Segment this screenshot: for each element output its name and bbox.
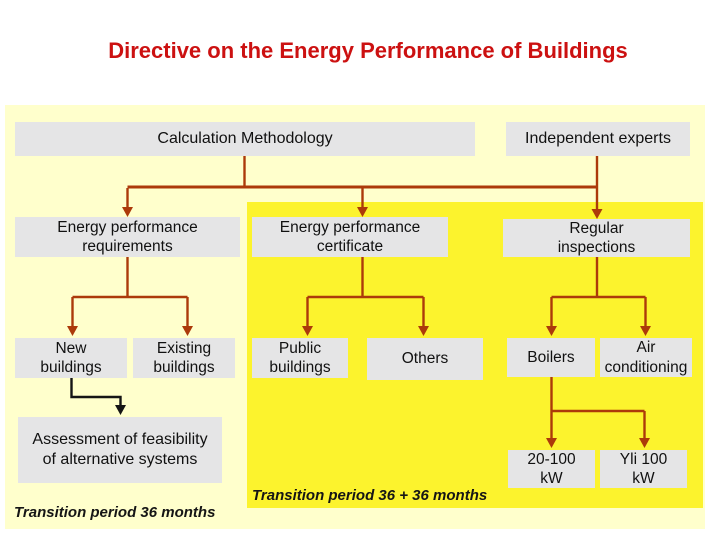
node-regular-inspections: Regular inspections [503,219,690,257]
node-boilers: Boilers [507,338,595,377]
node-new-buildings: New buildings [15,338,127,378]
node-energy-performance-certificate: Energy performance certificate [252,217,448,257]
node-assessment-alternative-systems: Assessment of feasibility of alternative… [18,417,222,483]
node-air-conditioning: Air conditioning [600,338,692,377]
node-independent-experts: Independent experts [506,122,690,156]
caption-transition-period-36-months: Transition period 36 months [14,504,216,521]
node-boilers-over-100-kw: Yli 100 kW [600,450,687,488]
slide-title: Directive on the Energy Performance of B… [108,38,628,63]
node-others: Others [367,338,483,380]
caption-transition-period-36-plus-36-months: Transition period 36 + 36 months [252,487,488,504]
node-energy-performance-requirements: Energy performance requirements [15,217,240,257]
node-public-buildings: Public buildings [252,338,348,378]
node-existing-buildings: Existing buildings [133,338,235,378]
node-calculation-methodology: Calculation Methodology [15,122,475,156]
node-boilers-20-100-kw: 20-100 kW [508,450,595,488]
